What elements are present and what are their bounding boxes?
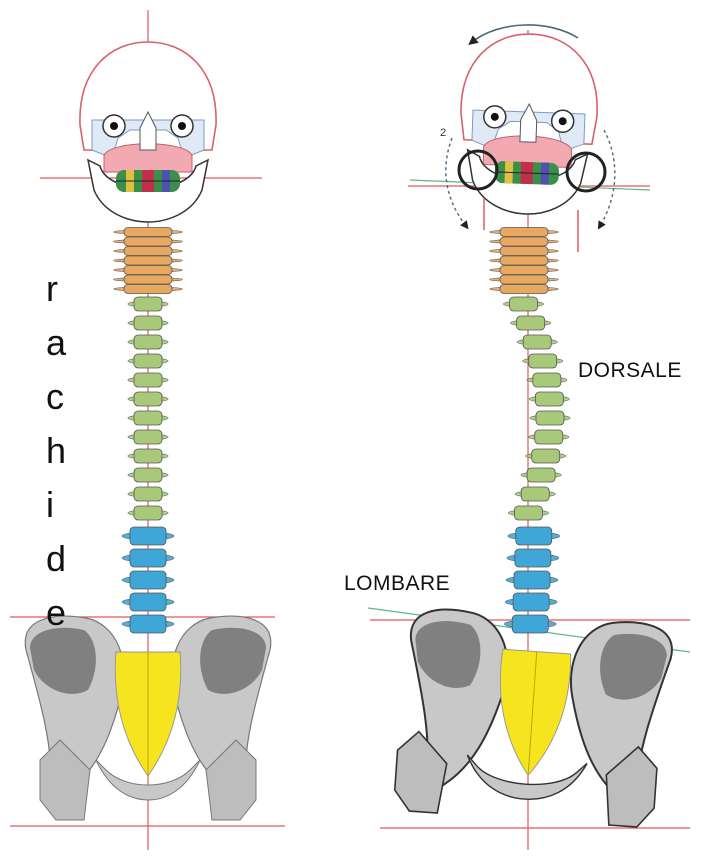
thoracic-vertebra (128, 392, 168, 406)
cervical-vertebra (489, 228, 558, 237)
left-skull (80, 42, 216, 222)
lumbar-vertebra (122, 615, 174, 633)
vertical-label-letter: h (46, 424, 86, 478)
thoracic-vertebra (515, 487, 555, 501)
cervical-vertebra (113, 285, 182, 294)
right-pelvis (393, 607, 673, 829)
label-dorsale: DORSALE (578, 359, 682, 383)
cervical-vertebra (113, 228, 182, 237)
thoracic-vertebra (526, 449, 566, 463)
thoracic-vertebra (510, 316, 550, 330)
thoracic-vertebra (517, 335, 557, 349)
vertical-label-letter: r (46, 262, 86, 316)
cervical-vertebra (489, 237, 558, 246)
lumbar-vertebra (504, 615, 556, 633)
cervical-vertebra (489, 266, 558, 275)
cervical-vertebra (113, 266, 182, 275)
label-lombare: LOMBARE (344, 572, 450, 596)
lumbar-vertebra (505, 593, 557, 611)
thoracic-vertebra (128, 487, 168, 501)
thoracic-vertebra (530, 411, 570, 425)
thoracic-vertebra (128, 373, 168, 387)
rotation-arrow-icon (600, 130, 615, 226)
cervical-vertebra (113, 247, 182, 256)
thoracic-vertebra (128, 316, 168, 330)
arrow-glyph-icon: 2 (440, 127, 446, 139)
left-spine (113, 228, 182, 634)
vertical-label-letter: a (46, 316, 86, 370)
lumbar-vertebra (506, 571, 558, 589)
thoracic-vertebra (521, 468, 561, 482)
thoracic-vertebra (523, 354, 563, 368)
cervical-vertebra (489, 275, 558, 284)
cervical-vertebra (113, 237, 182, 246)
cervical-vertebra (113, 256, 182, 265)
thoracic-vertebra (128, 411, 168, 425)
cervical-vertebra (489, 285, 558, 294)
vertical-label-letter: e (46, 586, 86, 640)
thoracic-vertebra (128, 297, 168, 311)
thoracic-vertebra (128, 354, 168, 368)
thoracic-vertebra (128, 449, 168, 463)
vertical-label-letter: i (46, 478, 86, 532)
thoracic-vertebra (128, 506, 168, 520)
lumbar-vertebra (122, 527, 174, 545)
vertical-label-letter: c (46, 370, 86, 424)
right-spine (489, 228, 570, 634)
thoracic-vertebra (529, 430, 569, 444)
lumbar-vertebra (122, 593, 174, 611)
lumbar-vertebra (508, 527, 560, 545)
thoracic-vertebra (508, 506, 548, 520)
vertical-label-rachide: r a c h i d e (46, 262, 86, 640)
lumbar-vertebra (122, 549, 174, 567)
thoracic-vertebra (527, 373, 567, 387)
vertical-label-letter: d (46, 532, 86, 586)
thoracic-vertebra (128, 335, 168, 349)
thoracic-vertebra (503, 297, 543, 311)
lumbar-vertebra (122, 571, 174, 589)
cervical-vertebra (113, 275, 182, 284)
thoracic-vertebra (128, 430, 168, 444)
lumbar-vertebra (507, 549, 559, 567)
thoracic-vertebra (529, 392, 569, 406)
thoracic-vertebra (128, 468, 168, 482)
cervical-vertebra (489, 256, 558, 265)
cervical-vertebra (489, 247, 558, 256)
right-skeleton: 2 (368, 25, 690, 850)
